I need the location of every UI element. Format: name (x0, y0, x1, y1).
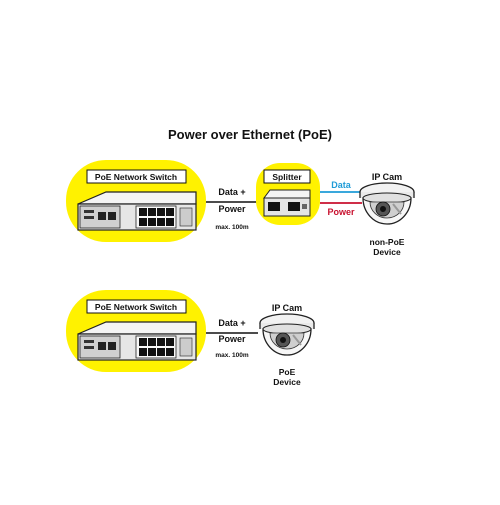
device-type-label-line1: PoE (279, 367, 296, 377)
link-label-data: Data + (218, 187, 245, 197)
link-label-power: Power (218, 204, 246, 214)
switch-label-box (86, 299, 187, 314)
switch-label: PoE Network Switch (95, 172, 177, 182)
page-title: Power over Ethernet (PoE) (168, 127, 332, 142)
dome-camera-icon (259, 313, 315, 356)
camera-label: IP Cam (272, 303, 302, 313)
switch-label-box (86, 169, 187, 184)
splitter-label-box (263, 169, 311, 184)
diagram-non-poe: PoE Network Switch Data + Power max. 100… (66, 160, 415, 257)
dome-camera-icon (359, 182, 415, 225)
data-line-label: Data (331, 180, 352, 190)
camera-label: IP Cam (372, 172, 402, 182)
link-label-data: Data + (218, 318, 245, 328)
splitter-icon (263, 189, 311, 217)
link-distance-note: max. 100m (215, 352, 248, 359)
link-label-power: Power (218, 334, 246, 344)
diagram-poe: PoE Network Switch Data + Power max. 100… (66, 290, 315, 387)
link-distance-note: max. 100m (215, 224, 248, 231)
power-line-label: Power (327, 207, 355, 217)
network-switch-icon (77, 191, 197, 231)
network-switch-icon (77, 321, 197, 361)
device-type-label-line2: Device (373, 247, 401, 257)
device-type-label-line2: Device (273, 377, 301, 387)
splitter-label: Splitter (272, 172, 302, 182)
device-type-label-line1: non-PoE (370, 237, 405, 247)
switch-label: PoE Network Switch (95, 302, 177, 312)
